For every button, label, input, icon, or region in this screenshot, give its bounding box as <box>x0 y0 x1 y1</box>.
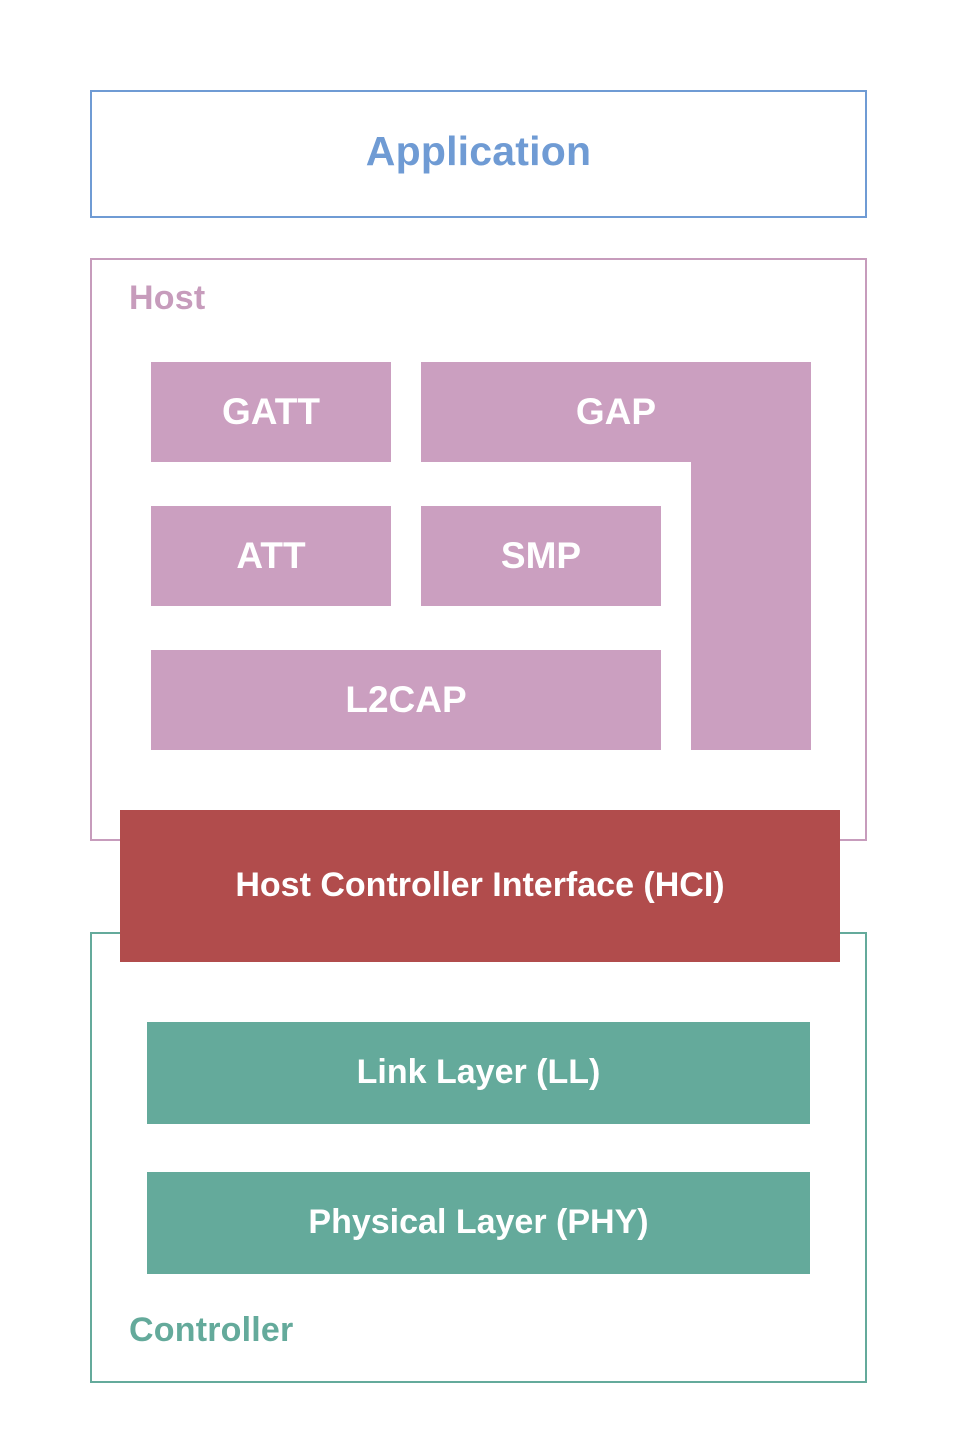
application-layer-label: Application <box>365 128 592 174</box>
controller-layer-label: Controller <box>129 1311 294 1349</box>
host-block-l2cap: L2CAP <box>151 650 661 750</box>
host-block-gatt: GATT <box>151 362 391 462</box>
host-block-att: ATT <box>151 506 391 606</box>
host-block-gap: GAP <box>421 362 811 750</box>
controller-block-physical-layer: Physical Layer (PHY) <box>147 1172 810 1274</box>
host-block-gap-label: GAP <box>575 391 657 432</box>
controller-block-link-layer: Link Layer (LL) <box>147 1022 810 1124</box>
application-layer-frame <box>90 90 867 218</box>
gap-side-column <box>691 462 811 750</box>
host-block-smp: SMP <box>421 506 661 606</box>
host-controller-interface-block: Host Controller Interface (HCI) <box>120 810 840 962</box>
gap-top-bar <box>421 362 811 462</box>
host-layer-label: Host <box>129 279 206 317</box>
